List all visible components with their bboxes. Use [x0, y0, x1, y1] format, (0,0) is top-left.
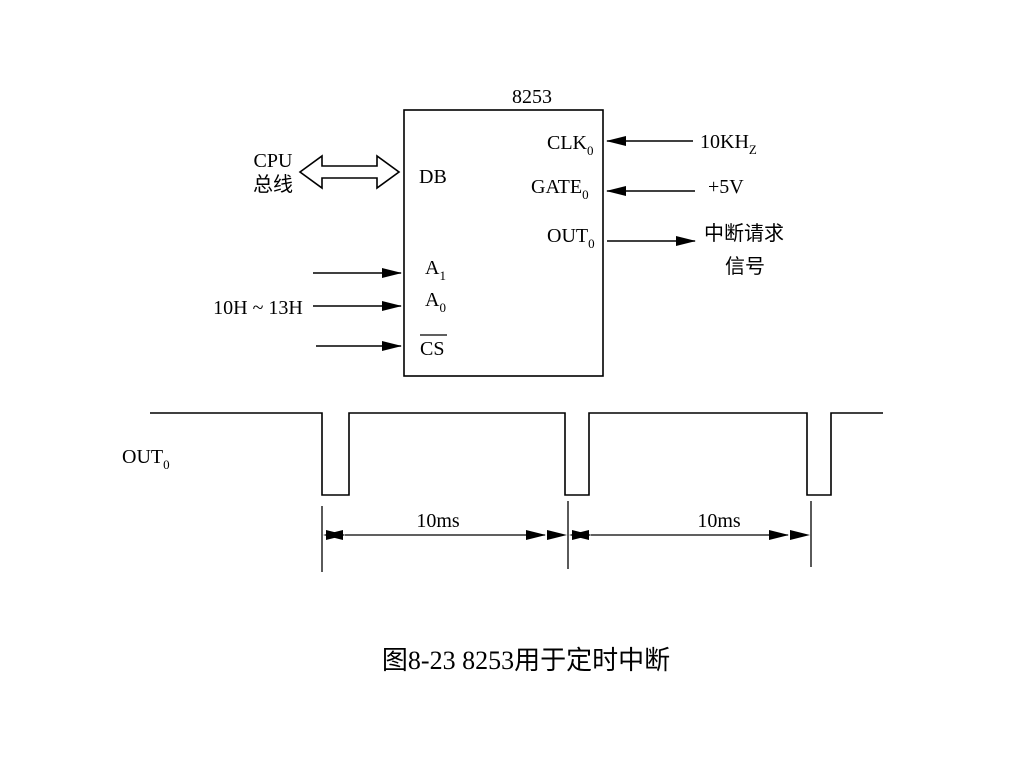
pin-gate0-label: GATE0: [531, 176, 589, 202]
period-label-2: 10ms: [697, 510, 741, 532]
pin-out0-label: OUT0: [547, 225, 595, 251]
chip-name-label: 8253: [512, 86, 552, 108]
address-range-label: 10H ~ 13H: [213, 297, 303, 319]
pin-clk0-label: CLK0: [547, 132, 594, 158]
pin-db-label: DB: [419, 166, 447, 188]
interrupt-label-line2: 信号: [725, 255, 765, 278]
cpu-bus-double-arrow: [298, 154, 401, 190]
pin-a1-label: A1: [425, 257, 446, 283]
period-arrow-2-right-head: [790, 530, 810, 540]
pin-a0-label: A0: [425, 289, 446, 315]
clk-source-label: 10KHZ: [700, 131, 757, 157]
pin-cs-label: CS: [420, 338, 444, 360]
out0-waveform: [150, 412, 883, 496]
period-label-1: 10ms: [416, 510, 460, 532]
waveform-signal-label: OUT0: [122, 446, 170, 472]
period-arrow-1-left-head: [323, 530, 343, 540]
interrupt-label-line1: 中断请求: [704, 222, 784, 245]
period-arrow-1-right-head: [547, 530, 567, 540]
chip-8253-body: [403, 109, 604, 377]
period-arrow-2-left-head: [569, 530, 589, 540]
cpu-bus-label-line1: CPU: [254, 150, 293, 172]
cpu-bus-label-line2: 总线: [253, 173, 293, 196]
figure-caption: 图8-23 8253用于定时中断: [382, 646, 670, 675]
gate-source-label: +5V: [708, 176, 744, 198]
